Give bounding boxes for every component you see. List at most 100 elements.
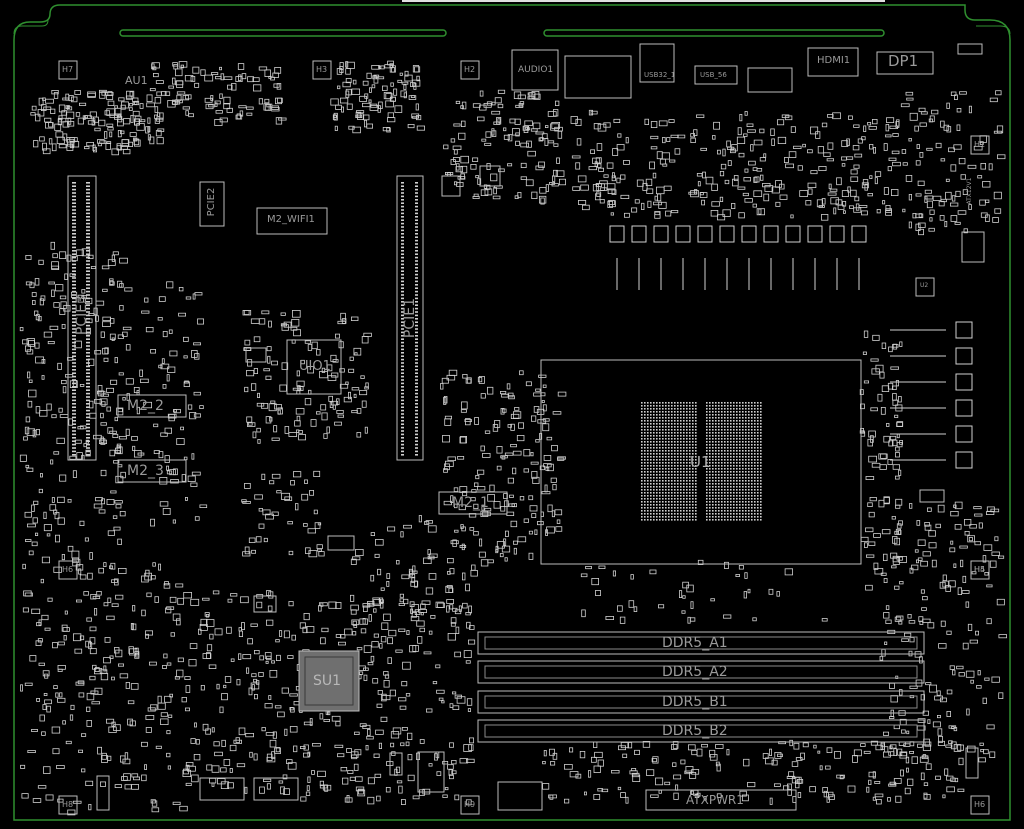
smd-component	[620, 194, 630, 200]
cpu-pin	[650, 465, 652, 467]
smd-component	[38, 619, 42, 626]
smd-component	[883, 578, 888, 583]
smd-component	[542, 384, 547, 388]
smd-component	[53, 685, 58, 689]
smd-component	[460, 155, 469, 164]
cpu-pin	[721, 519, 723, 521]
pcie-pin	[415, 331, 418, 334]
pcie-pin	[72, 331, 76, 334]
smd-component	[465, 378, 472, 384]
smd-component	[994, 536, 999, 542]
cpu-pin	[718, 453, 720, 455]
smd-component	[378, 597, 384, 603]
smd-component	[827, 192, 837, 196]
smd-component	[834, 751, 841, 759]
smd-component	[122, 397, 126, 401]
smd-component	[194, 82, 200, 88]
smd-component	[956, 665, 964, 670]
smd-component	[69, 455, 77, 460]
smd-component	[61, 110, 68, 116]
cpu-pin	[760, 447, 762, 449]
smd-component	[950, 741, 957, 750]
cpu-pin	[659, 486, 661, 488]
cpu-pin	[742, 414, 744, 416]
cpu-pin	[760, 429, 762, 431]
cpu-pin	[668, 441, 670, 443]
pcie-pin	[401, 423, 404, 425]
cpu-pin	[695, 465, 697, 467]
smd-component	[937, 715, 941, 719]
cpu-pin	[724, 468, 726, 470]
smd-component	[111, 603, 119, 607]
smd-component	[334, 125, 338, 131]
smd-component	[114, 105, 118, 109]
smd-component	[172, 801, 181, 806]
smd-component	[582, 204, 590, 211]
smd-component	[752, 167, 758, 171]
smd-component	[823, 790, 827, 798]
cpu-pin	[686, 501, 688, 503]
smd-component	[200, 618, 208, 626]
pcie-pin	[86, 219, 90, 221]
smd-component	[268, 695, 272, 700]
smd-component	[974, 541, 982, 546]
smd-component	[916, 559, 920, 564]
pcie-pin	[401, 396, 404, 398]
cpu-pin	[754, 423, 756, 425]
smd-component	[542, 423, 550, 432]
pcie-pin	[72, 399, 76, 402]
smd-component	[303, 744, 309, 751]
smd-component	[451, 770, 457, 775]
smd-component	[861, 182, 869, 189]
smd-component	[103, 665, 107, 672]
smd-component	[407, 754, 413, 761]
cpu-pin	[745, 471, 747, 473]
smd-component	[262, 509, 271, 516]
smd-component	[106, 95, 114, 100]
cpu-pin	[680, 435, 682, 437]
smd-component	[656, 186, 665, 195]
smd-component	[156, 91, 162, 97]
cpu-pin	[686, 438, 688, 440]
smd-component	[81, 768, 86, 773]
smd-component	[357, 788, 364, 795]
cpu-pin	[662, 516, 664, 518]
cpu-pin	[736, 408, 738, 410]
cpu-pin	[674, 504, 676, 506]
cpu-pin	[653, 519, 655, 521]
cpu-pin	[733, 432, 735, 434]
smd-component	[65, 740, 72, 745]
smd-component	[556, 157, 560, 164]
smd-component	[155, 80, 164, 84]
smd-component	[291, 634, 296, 641]
cpu-pin	[706, 444, 708, 446]
smd-component	[98, 567, 105, 574]
smd-component	[716, 763, 721, 772]
cpu-pin	[760, 405, 762, 407]
pcie-pin	[86, 294, 90, 296]
smd-component	[381, 85, 388, 91]
cpu-pin	[754, 429, 756, 431]
cpu-pin	[739, 486, 741, 488]
label-ddr5-a1: DDR5_A1	[662, 635, 728, 651]
cpu-pin	[647, 453, 649, 455]
cpu-pin	[757, 477, 759, 479]
smd-component	[522, 125, 529, 131]
cpu-pin	[712, 492, 714, 494]
cpu-pin	[706, 456, 708, 458]
smd-component	[940, 620, 946, 627]
smd-component	[468, 605, 473, 614]
cpu-pin	[659, 417, 661, 419]
smd-component	[942, 574, 947, 581]
smd-component	[359, 618, 368, 625]
cpu-pin	[757, 420, 759, 422]
smd-component	[454, 529, 459, 533]
cpu-pin	[671, 459, 673, 461]
smd-component	[266, 655, 272, 661]
label-atxpwr1: ATXPWR1	[686, 793, 744, 807]
smd-component	[546, 436, 553, 441]
smd-component	[345, 68, 351, 75]
cpu-pin	[733, 414, 735, 416]
smd-component	[75, 112, 81, 117]
cpu-pin	[760, 450, 762, 452]
